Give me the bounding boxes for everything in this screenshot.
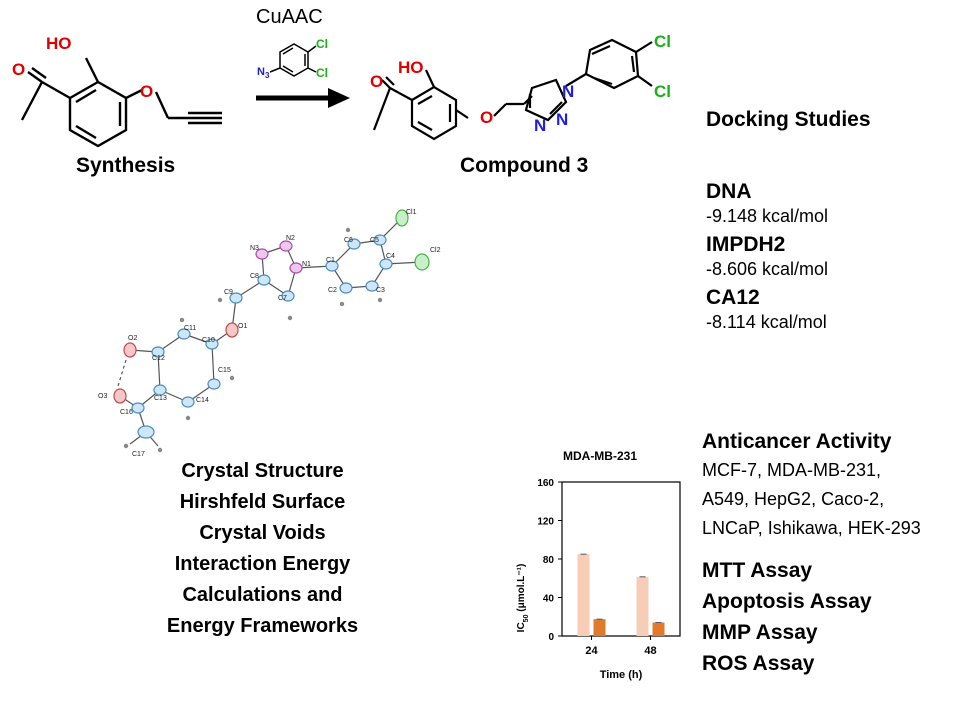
y-tick-label: 160 xyxy=(537,478,554,489)
assay-item: MTT Assay xyxy=(702,559,813,582)
product-ether-o-label: O xyxy=(480,108,494,127)
ic50-bar-chart: MDA-MB-231 IC50 (μmol.L⁻¹) 0 40 80 120 160 2… xyxy=(516,449,681,681)
azide-reagent-structure xyxy=(269,43,317,77)
reaction-arrow xyxy=(256,88,350,108)
reagent-cl-top-label: Cl xyxy=(316,37,328,51)
atom-label: C1 xyxy=(326,257,335,264)
cell-line-row: MCF-7, MDA-MB-231, xyxy=(702,460,882,480)
atom-label: C6 xyxy=(344,237,353,244)
assay-item: ROS Assay xyxy=(702,652,815,675)
analysis-item: Hirshfeld Surface xyxy=(179,491,346,513)
chart-x-ticks: 24 48 xyxy=(585,636,657,657)
chart-bars xyxy=(577,553,665,636)
chart-bar xyxy=(577,554,590,636)
atom-label: N2 xyxy=(286,235,295,242)
chart-x-axis-label: Time (h) xyxy=(600,669,643,681)
triazole-n3-label: N xyxy=(534,116,547,135)
docking-target-energy: -8.114 kcal/mol xyxy=(706,312,827,332)
start-ether-o-label: O xyxy=(140,82,154,101)
triazole-n2-label: N xyxy=(556,110,569,129)
reagent-n3-label: N3 xyxy=(257,66,269,80)
atom-label: Cl1 xyxy=(406,209,417,216)
product-cl-bottom-label: Cl xyxy=(654,82,671,101)
atom-label: C7 xyxy=(278,295,287,302)
atom-label: O3 xyxy=(98,393,107,400)
analysis-item: Crystal Voids xyxy=(199,522,326,544)
starting-material-structure xyxy=(20,57,222,148)
product-ho-label: HO xyxy=(398,58,424,77)
docking-target-energy: -8.606 kcal/mol xyxy=(706,259,829,279)
cell-lines: MCF-7, MDA-MB-231, A549, HepG2, Caco-2, … xyxy=(702,456,954,543)
crystal-analyses: Crystal Structure Hirshfeld Surface Crys… xyxy=(130,456,395,642)
reagent-cl-bottom-label: Cl xyxy=(316,66,328,80)
atom-label: Cl2 xyxy=(430,247,441,254)
cell-line-row: A549, HepG2, Caco-2, xyxy=(702,489,885,509)
y-label-sub: 50 xyxy=(523,614,530,622)
start-ho-label: HO xyxy=(46,34,72,53)
atom-label: C17 xyxy=(132,451,145,458)
atom-label: C3 xyxy=(376,287,385,294)
docking-target-energy: -9.148 kcal/mol xyxy=(706,206,829,226)
compound-3-structure xyxy=(372,38,653,141)
atom-label: C12 xyxy=(152,355,165,362)
atom-label: N1 xyxy=(302,261,311,268)
product-cl-top-label: Cl xyxy=(654,32,671,51)
analysis-item: Crystal Structure xyxy=(181,460,344,482)
anticancer-title: Anticancer Activity xyxy=(702,430,892,453)
atom-label: C8 xyxy=(250,273,259,280)
reagent-n-subscript: 3 xyxy=(264,71,270,81)
reagent-n-text: N xyxy=(257,66,265,78)
crystal-structure-ortep: Cl1 Cl2 N3 N2 N1 C6 C5 C4 C1 C2 C3 C8 C7… xyxy=(98,209,441,458)
chart-y-ticks: 0 40 80 120 160 xyxy=(537,478,562,643)
atom-label: C16 xyxy=(120,409,133,416)
start-ketone-o-label: O xyxy=(12,60,26,79)
product-ketone-o-label: O xyxy=(370,72,384,91)
y-label-main: IC xyxy=(516,622,527,632)
assay-list: MTT Assay Apoptosis Assay MMP Assay ROS … xyxy=(702,555,954,679)
x-tick-label: 24 xyxy=(585,645,598,657)
docking-target-name: CA12 xyxy=(706,286,760,309)
y-tick-label: 0 xyxy=(548,632,554,643)
atom-label: C9 xyxy=(224,289,233,296)
docking-title: Docking Studies xyxy=(706,108,871,131)
chart-title: MDA-MB-231 xyxy=(563,449,637,463)
compound-3-label: Compound 3 xyxy=(460,154,589,177)
atom-label: C5 xyxy=(370,237,379,244)
chart-bar xyxy=(636,576,649,636)
synthesis-label: Synthesis xyxy=(76,154,176,177)
y-tick-label: 80 xyxy=(543,555,555,566)
atom-label: C4 xyxy=(386,253,395,260)
atom-label: C14 xyxy=(196,397,209,404)
docking-target-name: IMPDH2 xyxy=(706,233,786,256)
x-tick-label: 48 xyxy=(644,645,656,657)
triazole-n1-label: N xyxy=(562,82,575,101)
atom-label: C11 xyxy=(184,325,196,332)
y-tick-label: 120 xyxy=(537,517,554,528)
assay-item: MMP Assay xyxy=(702,621,818,644)
chart-y-axis-label: IC50 (μmol.L⁻¹) xyxy=(516,564,530,633)
reaction-label: CuAAC xyxy=(256,6,323,28)
atom-label: C13 xyxy=(154,395,167,402)
analysis-item: Calculations and xyxy=(182,584,343,606)
atom-label: C15 xyxy=(218,367,231,374)
docking-panel: Docking Studies DNA -9.148 kcal/mol IMPD… xyxy=(706,108,946,333)
y-tick-label: 40 xyxy=(543,594,555,605)
anticancer-panel: Anticancer Activity MCF-7, MDA-MB-231, A… xyxy=(702,430,954,679)
assay-item: Apoptosis Assay xyxy=(702,590,872,613)
atom-label: C10 xyxy=(202,337,215,344)
atom-label: N3 xyxy=(250,245,259,252)
cell-line-row: LNCaP, Ishikawa, HEK-293 xyxy=(702,518,921,538)
analysis-item: Energy Frameworks xyxy=(166,615,359,637)
atom-label: C2 xyxy=(328,287,337,294)
analysis-item: Interaction Energy xyxy=(174,553,351,575)
chart-bar xyxy=(593,619,606,636)
chart-bar xyxy=(652,622,665,636)
atom-label: O1 xyxy=(238,323,247,330)
y-label-rest: (μmol.L⁻¹) xyxy=(516,564,527,615)
docking-target-name: DNA xyxy=(706,180,752,203)
atom-label: O2 xyxy=(128,335,137,342)
